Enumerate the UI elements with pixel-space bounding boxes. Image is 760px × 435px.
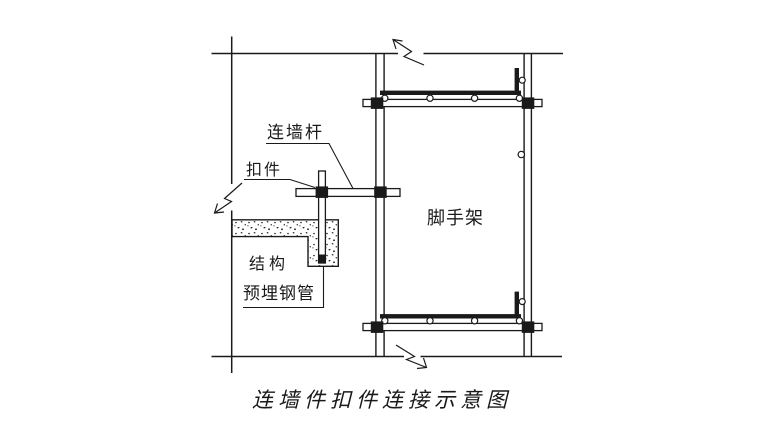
top-toe-board (514, 68, 519, 94)
couplers (315, 97, 535, 333)
pole-clamp-circle (517, 150, 526, 159)
structure-label: 结构 (249, 254, 290, 273)
leader-lines (243, 142, 354, 309)
coupler-rod-pole (374, 186, 387, 198)
break-mark-top (392, 38, 425, 66)
top-ledger (362, 98, 543, 108)
coupler-top-ledger-outer (521, 97, 535, 109)
wall-tie-rod-shape (295, 187, 401, 198)
leader-coupler (244, 178, 316, 189)
bottom-ledger (362, 322, 543, 332)
top-plank-hooks (381, 94, 524, 102)
diagram-caption: 连墙件扣件连接示意图 (252, 388, 512, 412)
leader-embedded-pipe (243, 267, 325, 309)
embedded-pipe-label: 预埋钢管 (243, 284, 315, 304)
bottom-plank-hooks (381, 317, 524, 325)
wall-tie-rod-label: 连墙杆 (267, 123, 324, 143)
leader-wall-tie-rod (266, 142, 354, 189)
coupler-bottom-ledger-outer (521, 321, 535, 333)
scaffold-label: 脚手架 (427, 208, 484, 229)
coupler-top-ledger-inner (370, 97, 384, 109)
coupler-label: 扣件 (246, 160, 283, 179)
top-plank (380, 68, 526, 102)
break-mark-left (213, 182, 243, 214)
bottom-toe-board (514, 291, 519, 317)
coupler-bottom-ledger-inner (370, 321, 384, 333)
concrete-structure (231, 219, 339, 267)
embedded-pipe-shape (317, 170, 327, 264)
break-mark-bottom (395, 344, 428, 370)
coupler-rod-pipe (315, 186, 329, 198)
bottom-plank (380, 291, 526, 325)
